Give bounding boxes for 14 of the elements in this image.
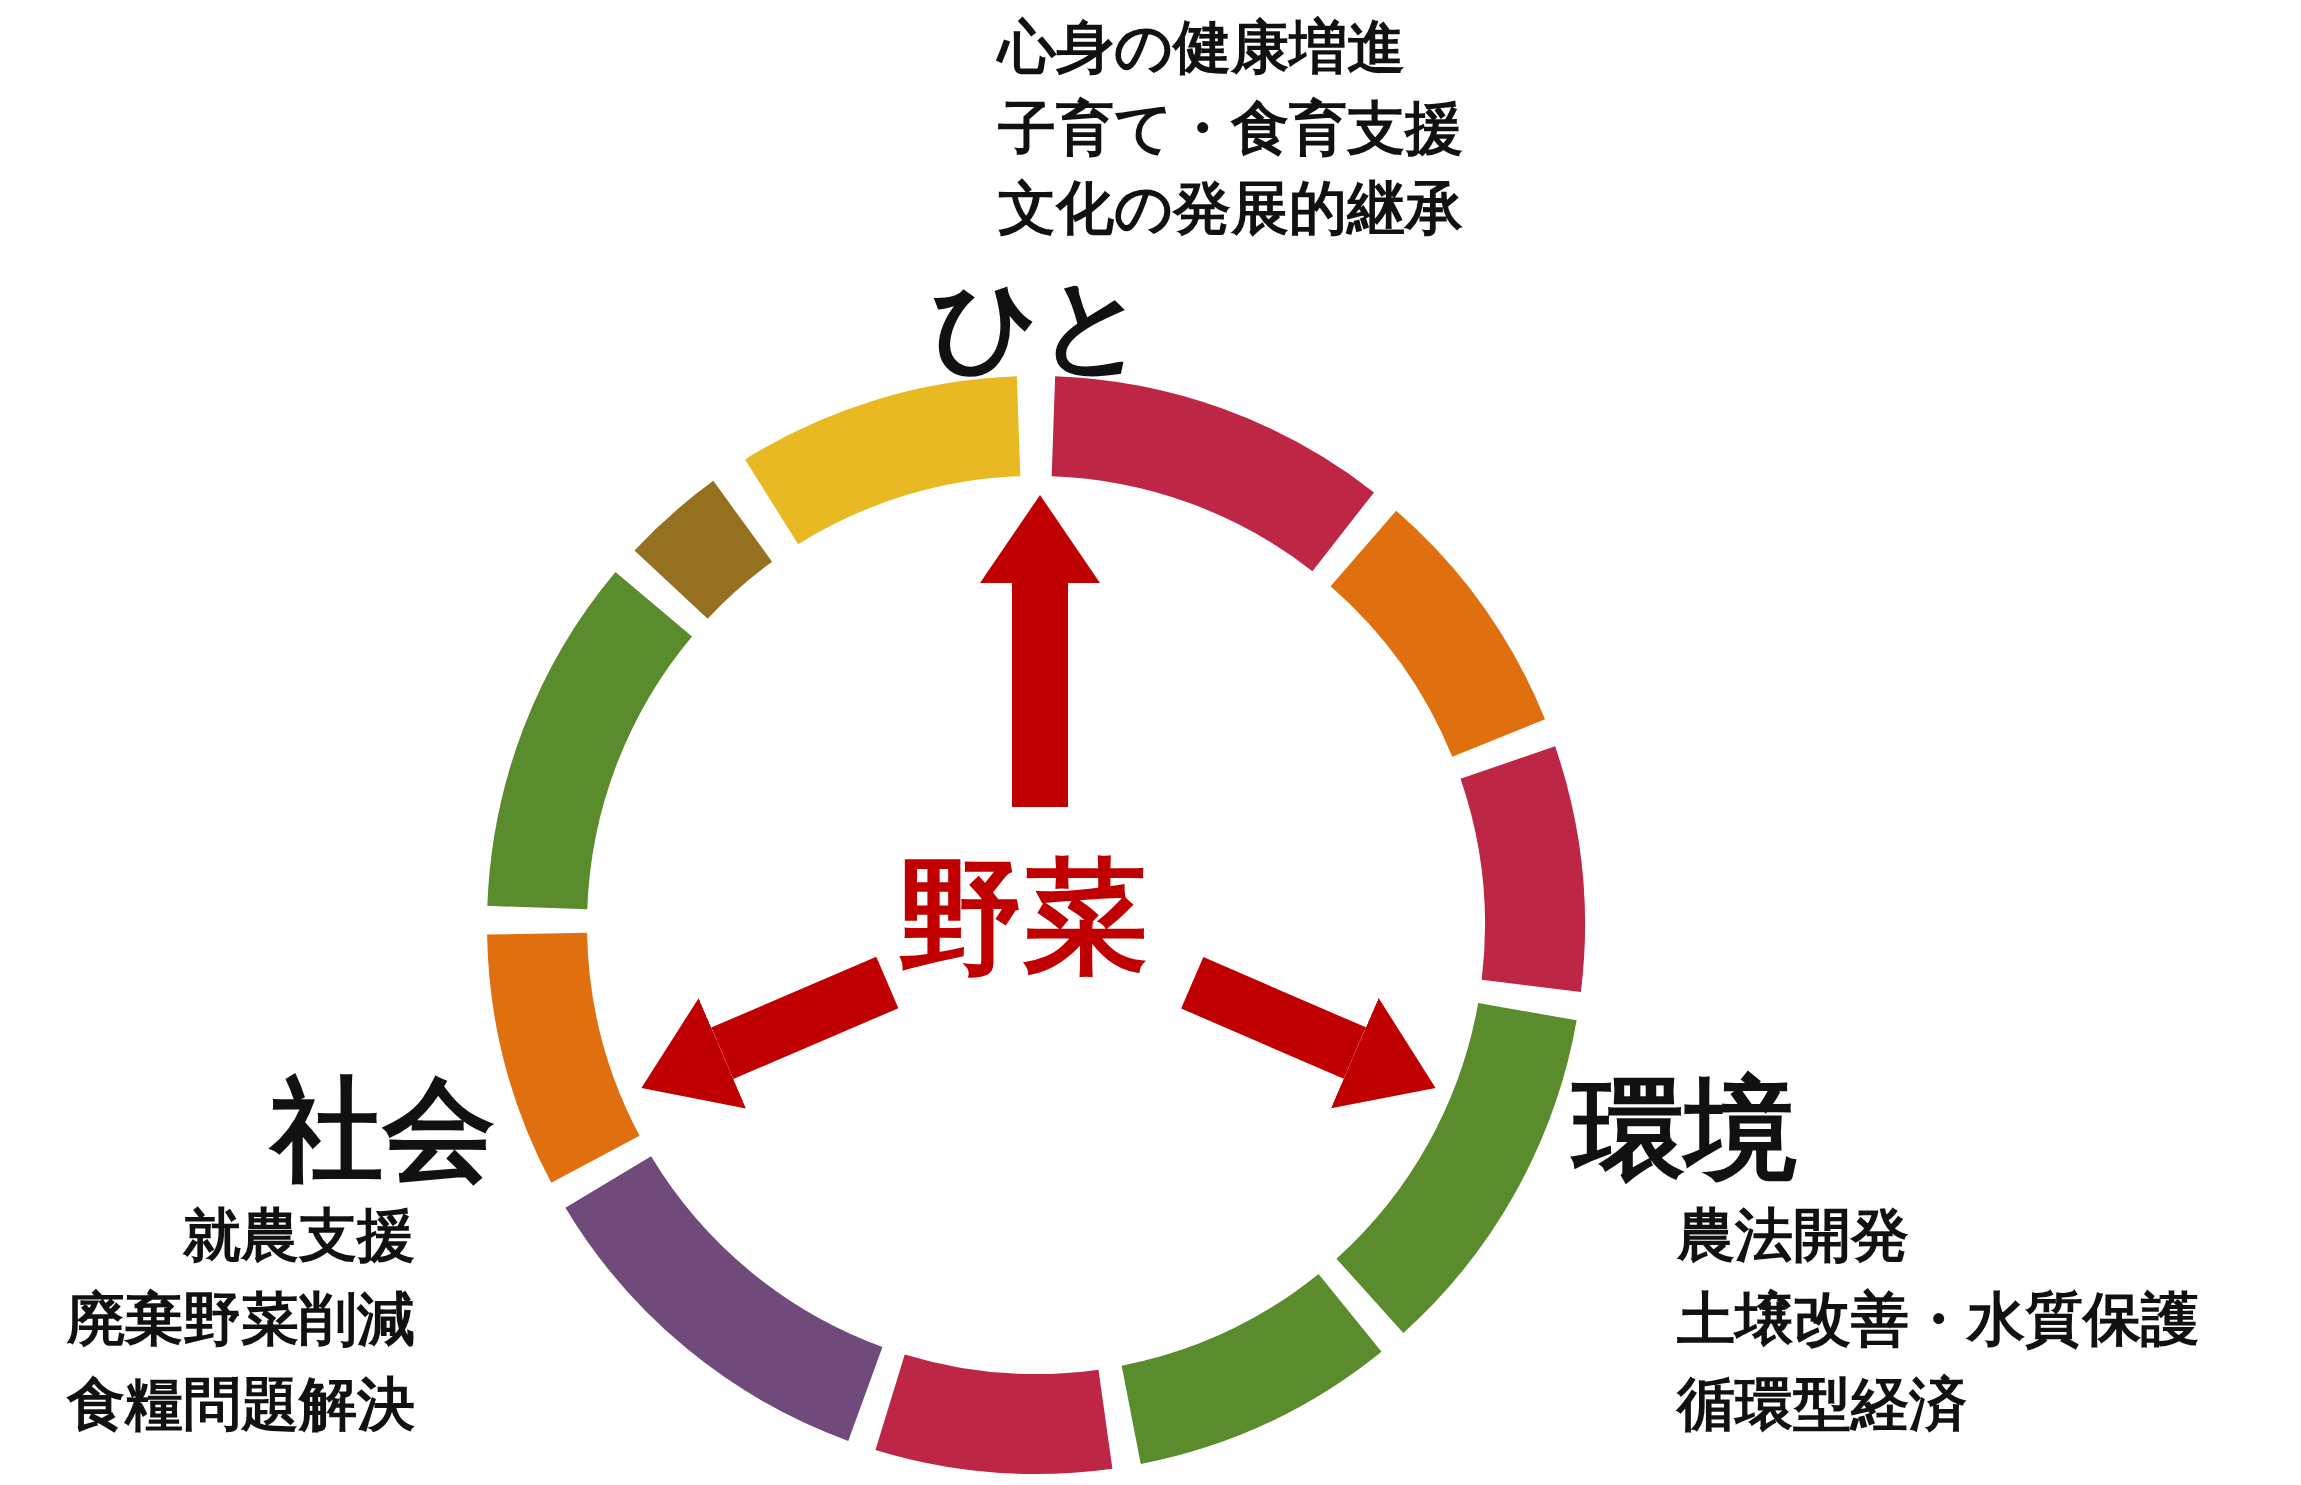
category-label: ひと — [932, 265, 1146, 386]
center-label: 野菜 — [898, 845, 1148, 989]
benefit-text: 土壌改善・水質保護 — [1677, 1286, 2199, 1353]
arrow — [980, 495, 1100, 807]
benefit-text: 子育て・食育支援 — [998, 95, 1463, 162]
arrow — [1181, 957, 1436, 1109]
benefit-text: 循環型経済 — [1677, 1371, 1967, 1438]
benefit-text: 農法開発 — [1677, 1202, 1909, 1269]
benefit-text: 心身の健康増進 — [998, 14, 1405, 81]
benefit-text: 文化の発展的継承 — [998, 175, 1463, 242]
benefit-text: 食糧問題解決 — [67, 1371, 415, 1438]
benefit-text: 就農支援 — [183, 1202, 415, 1269]
benefit-text: 廃棄野菜削減 — [67, 1286, 415, 1353]
arrow — [641, 956, 899, 1109]
